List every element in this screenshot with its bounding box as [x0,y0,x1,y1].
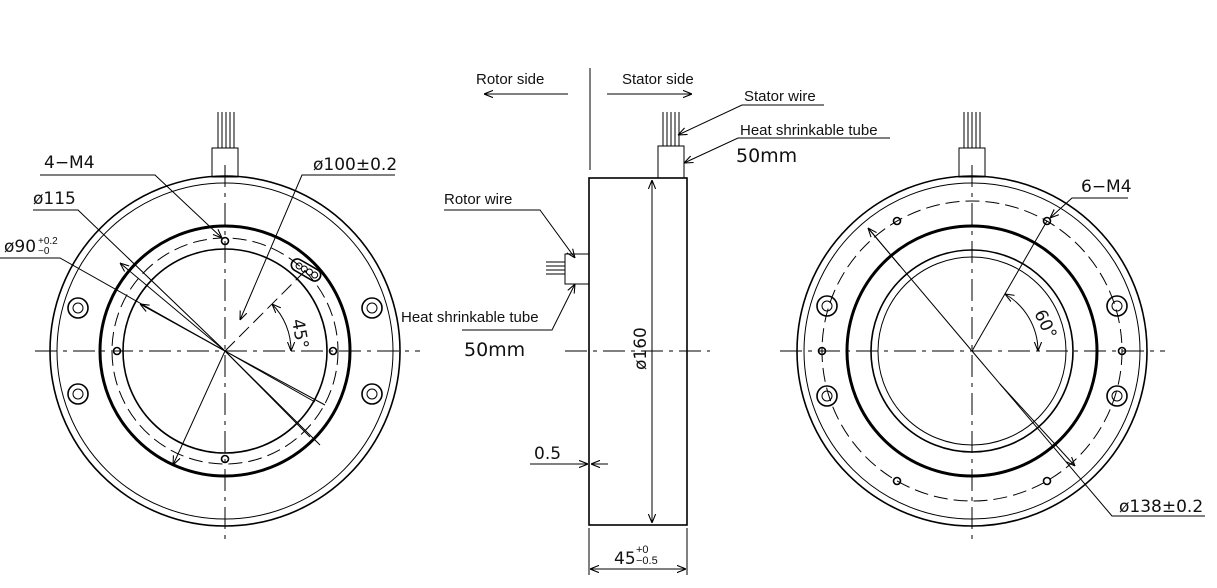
wire-bundle [211,112,239,178]
m4-holes [112,236,338,464]
length-label-top: 50mm [736,145,797,167]
angle-60-label: 60° [1029,307,1060,343]
holes-label-right: 6−M4 [1081,177,1132,197]
diameter-90-label: ø90 [4,237,36,257]
diameter-100-label: ø100±0.2 [313,155,397,175]
connector-slot [290,258,322,282]
diameter-115-label: ø115 [33,189,76,209]
rotor-side-view: 4−M4 ø100±0.2 ø115 ø90 +0.2 −0 45° [0,112,420,540]
diameter-90-tol-upper: +0.2 [38,236,58,247]
width-tol-upper: +0 [636,544,649,556]
outer-rim [49,175,401,527]
m4-holes-right [817,216,1127,486]
side-view: Rotor side Stator side Stator wire Heat … [401,68,890,575]
heat-tube-label-mid: Heat shrinkable tube [401,309,539,326]
rotor-ring [98,224,352,478]
holes-label-left: 4−M4 [44,153,95,173]
diameter-160-label: ø160 [631,327,651,370]
rotor-side-label: Rotor side [476,71,544,88]
stator-wire-label: Stator wire [744,88,816,105]
stator-side-label: Stator side [622,71,694,88]
rotor-wire-label: Rotor wire [444,191,512,208]
width-label: 45 [614,549,636,569]
diameter-90-tol-lower: −0 [38,246,50,257]
rotor-wire-bundle [546,253,590,285]
stator-wire-bundle [657,112,685,179]
length-label-mid: 50mm [464,339,525,361]
stator-side-view: 6−M4 60° ø138±0.2 [780,112,1205,540]
mounting-holes [67,297,383,405]
heat-tube-label-top: Heat shrinkable tube [740,122,878,139]
mounting-holes-right [816,295,1128,407]
bolt-circle-right [821,200,1123,502]
offset-label: 0.5 [534,444,561,464]
bore [122,248,328,454]
wire-bundle-right [958,112,986,178]
width-tol-lower: −0.5 [636,555,658,567]
diameter-138-label: ø138±0.2 [1119,497,1203,517]
